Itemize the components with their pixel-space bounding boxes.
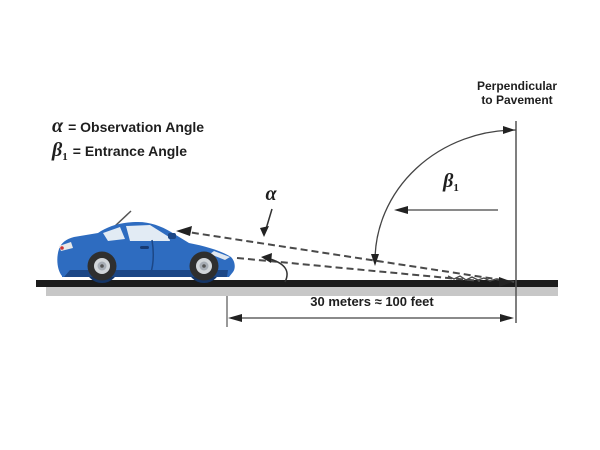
legend-entrance-text: = Entrance Angle — [72, 143, 187, 159]
lower-sight-line — [236, 257, 481, 282]
car-door-line — [149, 239, 155, 277]
entrance-angle-arc — [371, 126, 517, 266]
pavement-point-arrowhead-icon — [499, 277, 513, 287]
road-shadow — [46, 287, 558, 296]
legend-observation-text: = Observation Angle — [68, 119, 205, 135]
arc-top-arrowhead-icon — [503, 126, 515, 134]
legend-observation-angle: α = Observation Angle — [52, 116, 204, 136]
beta-symbol-diagram: β — [443, 170, 454, 192]
alpha-upper-pointer-line — [265, 208, 273, 230]
distance-label: 30 meters ≈ 100 feet — [310, 294, 434, 309]
dimension — [226, 296, 514, 327]
dimension-right-arrowhead-icon — [500, 314, 514, 322]
arc-bottom-arrowhead-icon — [371, 254, 379, 266]
converging-lines-zigzag — [447, 275, 503, 282]
legend-entrance-angle: β1 = Entrance Angle — [52, 140, 204, 163]
perpendicular-label-line1: Perpendicular — [476, 79, 558, 93]
car-antenna — [114, 210, 132, 227]
entrance-angle-label: β1 — [436, 171, 466, 195]
angle-legend: α = Observation Angle β1 = Entrance Angl… — [52, 116, 204, 163]
sight-lines — [176, 226, 516, 287]
car-side-mirror — [168, 233, 176, 239]
alpha-symbol: α — [52, 115, 64, 137]
observation-angle-label: α — [258, 184, 284, 205]
beta-pointer-arrowhead-icon — [394, 206, 408, 214]
alpha-lower-arrowhead-icon — [261, 253, 272, 263]
beta-symbol: β1 — [52, 139, 68, 163]
car-taillight-red — [60, 246, 64, 250]
car-rear-window — [103, 227, 125, 241]
dimension-left-arrowhead-icon — [228, 314, 242, 322]
alpha-pointers — [260, 208, 288, 283]
perpendicular-label: Perpendicular to Pavement — [456, 79, 578, 108]
car-door-handle — [140, 246, 149, 249]
alpha-symbol-diagram: α — [265, 183, 277, 205]
alpha-lower-pointer-line — [269, 258, 288, 283]
beta-subscript: 1 — [62, 150, 68, 163]
upper-sight-line — [180, 230, 516, 283]
upper-sight-arrowhead-icon — [176, 226, 192, 236]
alpha-upper-arrowhead-icon — [260, 226, 269, 237]
front-wheel — [189, 251, 219, 281]
arc-path — [374, 129, 517, 262]
car-illustration — [57, 210, 235, 283]
beta-subscript-diagram: 1 — [453, 182, 459, 195]
car-headlight — [210, 251, 230, 260]
road-line — [36, 280, 558, 287]
perpendicular-label-line2: to Pavement — [481, 92, 553, 107]
car-side-window — [126, 225, 170, 241]
rear-wheel — [87, 251, 117, 281]
